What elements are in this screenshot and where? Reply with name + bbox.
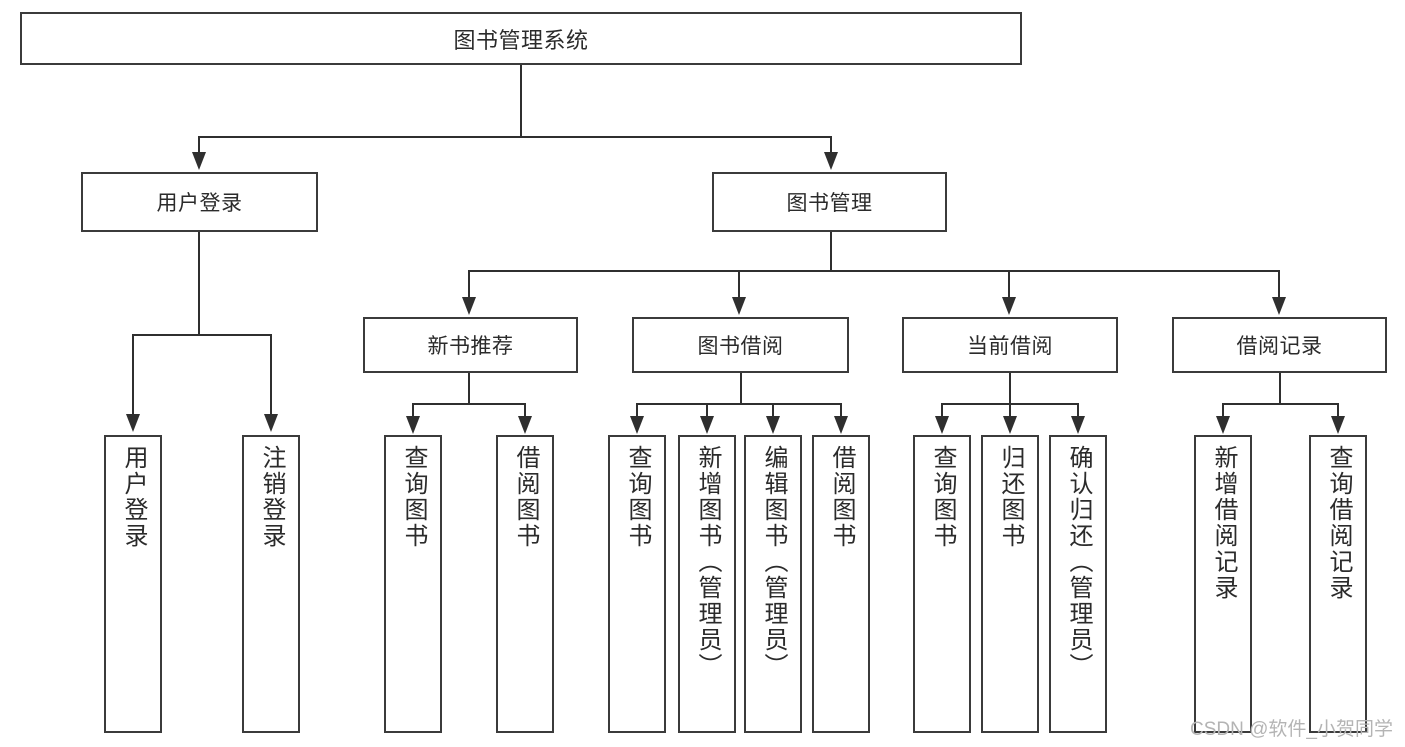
connector-book-management-stem [830,232,832,272]
node-label: 当前借阅 [967,335,1053,358]
arrow-to-leaf-borrow-book-1 [518,416,532,434]
arrow-to-user-login [192,152,206,170]
leaf-user-login[interactable]: 用户登录 [104,435,162,733]
connector-borrow-record-stem [1279,373,1281,405]
connector-book-borrow-stem [740,373,742,405]
arrow-to-current-borrow [1002,297,1016,315]
node-label: 图书借阅 [697,335,784,358]
node-book-management-system[interactable]: 图书管理系统 [20,12,1022,65]
connector-book-management-bus [468,270,1280,272]
leaf-label: 查询图书 [928,445,956,549]
connector-drop-leaf-query-book-3 [941,403,943,421]
arrow-to-leaf-query-borrow-record [1331,416,1345,434]
connector-new-book-recommend-bus [412,403,526,405]
connector-drop-borrow-record [1278,270,1280,302]
arrow-to-leaf-confirm-return [1071,416,1085,434]
leaf-label: 查询图书 [623,445,651,549]
node-label: 图书管理系统 [453,27,589,53]
leaf-query-book-current[interactable]: 查询图书 [913,435,971,733]
connector-drop-leaf-query-borrow-record [1337,403,1339,421]
node-book-borrow[interactable]: 图书借阅 [632,317,849,373]
leaf-label: 编辑图书（管理员） [759,445,787,679]
leaf-logout[interactable]: 注销登录 [242,435,300,733]
connector-drop-leaf-query-book-1 [412,403,414,421]
arrow-to-leaf-add-book [700,416,714,434]
leaf-label: 查询借阅记录 [1324,445,1352,601]
arrow-to-leaf-query-book-2 [630,416,644,434]
node-label: 图书管理 [786,192,873,215]
leaf-add-borrow-record[interactable]: 新增借阅记录 [1194,435,1252,733]
leaf-query-borrow-record[interactable]: 查询借阅记录 [1309,435,1367,733]
arrow-to-borrow-record [1272,297,1286,315]
arrow-to-book-management [824,152,838,170]
connector-drop-leaf-logout [270,334,272,419]
connector-drop-book-management [830,136,832,158]
connector-drop-leaf-confirm-return [1077,403,1079,421]
connector-drop-user-login [198,136,200,158]
connector-current-borrow-stem [1009,373,1011,405]
arrow-to-leaf-query-book-3 [935,416,949,434]
connector-drop-new-book-recommend [468,270,470,302]
connector-drop-leaf-query-book-2 [636,403,638,421]
connector-drop-leaf-user-login [132,334,134,419]
arrow-to-leaf-edit-book [766,416,780,434]
leaf-label: 新增借阅记录 [1209,445,1237,601]
leaf-label: 注销登录 [257,445,285,549]
leaf-label: 用户登录 [119,445,147,549]
node-label: 新书推荐 [427,335,514,358]
node-label: 用户登录 [156,192,243,215]
arrow-to-leaf-add-borrow-record [1216,416,1230,434]
connector-drop-current-borrow [1008,270,1010,302]
leaf-label: 借阅图书 [827,445,855,549]
arrow-to-leaf-query-book-1 [406,416,420,434]
leaf-label: 借阅图书 [511,445,539,549]
arrow-to-leaf-user-login [126,414,140,432]
leaf-edit-book-admin[interactable]: 编辑图书（管理员） [744,435,802,733]
node-borrow-record[interactable]: 借阅记录 [1172,317,1387,373]
node-new-book-recommend[interactable]: 新书推荐 [363,317,578,373]
node-user-login[interactable]: 用户登录 [81,172,318,232]
connector-drop-leaf-add-borrow-record [1222,403,1224,421]
arrow-to-leaf-return-book [1003,416,1017,434]
arrow-to-leaf-logout [264,414,278,432]
arrow-to-leaf-borrow-book-2 [834,416,848,434]
leaf-label: 查询图书 [399,445,427,549]
connector-drop-leaf-return-book [1009,403,1011,421]
leaf-query-book-borrow[interactable]: 查询图书 [608,435,666,733]
connector-drop-book-borrow [738,270,740,302]
leaf-borrow-book-recommend[interactable]: 借阅图书 [496,435,554,733]
leaf-query-book-recommend[interactable]: 查询图书 [384,435,442,733]
leaf-return-book[interactable]: 归还图书 [981,435,1039,733]
leaf-label: 新增图书（管理员） [693,445,721,679]
connector-borrow-record-bus [1222,403,1339,405]
connector-root-bus [198,136,832,138]
connector-root-stem [520,65,522,138]
node-current-borrow[interactable]: 当前借阅 [902,317,1118,373]
connector-book-borrow-bus [636,403,841,405]
leaf-confirm-return-admin[interactable]: 确认归还（管理员） [1049,435,1107,733]
connector-drop-leaf-borrow-book-2 [840,403,842,421]
connector-user-login-bus [132,334,272,336]
node-book-management[interactable]: 图书管理 [712,172,947,232]
node-label: 借阅记录 [1236,335,1323,358]
connector-new-book-recommend-stem [468,373,470,405]
connector-drop-leaf-borrow-book-1 [524,403,526,421]
connector-drop-leaf-add-book [706,403,708,421]
leaf-add-book-admin[interactable]: 新增图书（管理员） [678,435,736,733]
connector-user-login-stem [198,232,200,336]
arrow-to-book-borrow [732,297,746,315]
arrow-to-new-book-recommend [462,297,476,315]
leaf-label: 归还图书 [996,445,1024,549]
leaf-label: 确认归还（管理员） [1064,445,1092,679]
leaf-borrow-book[interactable]: 借阅图书 [812,435,870,733]
connector-drop-leaf-edit-book [772,403,774,421]
